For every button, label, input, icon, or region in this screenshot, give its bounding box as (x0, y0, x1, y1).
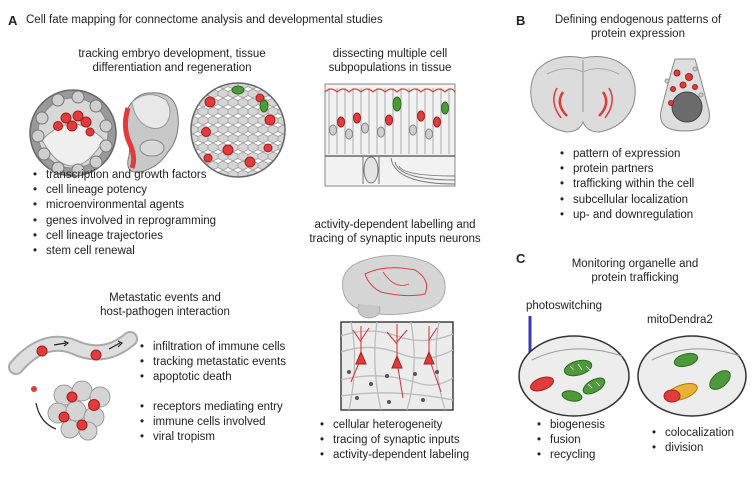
list-item: genes involved in reprogramming (33, 214, 216, 229)
tissue-sphere-illustration (190, 82, 286, 178)
list-item: microenvironmental agents (33, 198, 216, 213)
list-item: tracing of synaptic inputs (320, 433, 469, 448)
activity-heading: activity-dependent labelling and tracing… (309, 219, 481, 245)
list-item: tracking metastatic events (140, 355, 286, 370)
list-item: viral tropism (140, 430, 283, 445)
organelle-cells-illustration (518, 316, 747, 417)
embryo-illustration (122, 92, 179, 173)
list-item: immune cells involved (140, 415, 283, 430)
list-item: cell lineage trajectories (33, 229, 216, 244)
list-item: transcription and growth factors (33, 168, 216, 183)
list-item: colocalization (652, 426, 734, 441)
list-item: stem cell renewal (33, 244, 216, 259)
metastatic-bullet-list-bottom: receptors mediating entry immune cells i… (140, 400, 283, 446)
list-item: cell lineage potency (33, 183, 216, 198)
list-item: pattern of expression (560, 147, 694, 162)
list-item: fusion (537, 433, 605, 448)
brain-section-illustration (530, 56, 636, 133)
panel-c-heading: Monitoring organelle and protein traffic… (571, 258, 699, 284)
metastatic-bullet-list-top: infiltration of immune cells tracking me… (140, 340, 286, 386)
mouse-brain-illustration (341, 254, 446, 319)
list-item: division (652, 441, 734, 456)
activity-bullet-list: cellular heterogeneity tracing of synapt… (320, 418, 469, 464)
panel-c-bullet-list-right: colocalization division (652, 426, 734, 457)
list-item: biogenesis (537, 418, 605, 433)
list-item: cellular heterogeneity (320, 418, 469, 433)
panel-b-heading: Defining endogenous patterns of protein … (554, 14, 722, 40)
panel-c-bullet-list-left: biogenesis fusion recycling (537, 418, 605, 464)
epithelium-illustration (324, 83, 456, 187)
photoswitching-label: photoswitching (526, 300, 603, 312)
panel-b-bullet-list: pattern of expression protein partners t… (560, 147, 694, 223)
blood-vessel-illustration (8, 331, 138, 441)
panel-a-letter: A (8, 13, 18, 28)
list-item: recycling (537, 448, 605, 463)
mitodendra2-label: mitoDendra2 (647, 314, 713, 326)
list-item: trafficking within the cell (560, 177, 694, 192)
list-item: activity-dependent labeling (320, 448, 469, 463)
panel-a-title: Cell fate mapping for connectome analysi… (26, 14, 383, 26)
list-item: receptors mediating entry (140, 400, 283, 415)
list-item: subcellular localization (560, 193, 694, 208)
embryo-bullet-list: transcription and growth factors cell li… (33, 168, 216, 259)
neuron-network-illustration (340, 321, 454, 411)
embryo-heading: tracking embryo development, tissue diff… (78, 48, 266, 74)
panel-b-letter: B (516, 13, 526, 28)
metastatic-heading: Metastatic events and host-pathogen inte… (100, 292, 230, 318)
list-item: infiltration of immune cells (140, 340, 286, 355)
tissue-heading: dissecting multiple cell subpopulations … (328, 48, 452, 74)
neuron-cell-illustration (660, 58, 710, 132)
blastocyst-illustration (29, 89, 117, 177)
list-item: up- and downregulation (560, 208, 694, 223)
list-item: apoptotic death (140, 370, 286, 385)
panel-c-letter: C (516, 251, 526, 266)
list-item: protein partners (560, 162, 694, 177)
